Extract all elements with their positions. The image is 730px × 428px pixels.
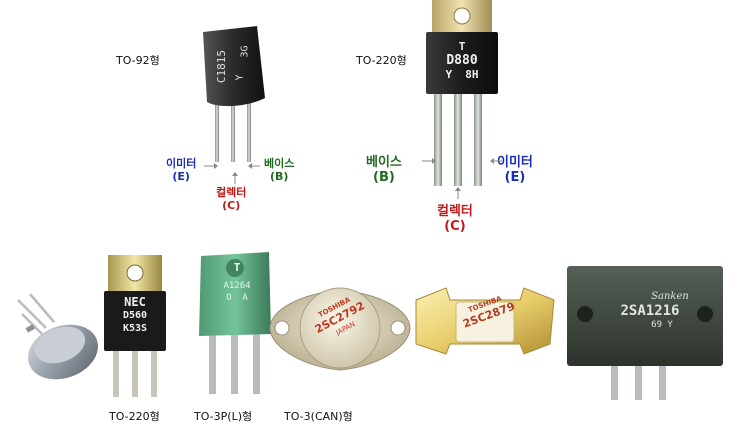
to3p-marking-line1: T [233,261,241,274]
sanken-transistor-image [567,266,723,400]
caption-to220-bottom: TO-220형 [109,410,160,423]
nec-marking: NEC D560 K53S [104,296,166,335]
to220-arrows [422,158,502,199]
to92-emitter-label: 이미터(E) [166,157,197,183]
to3p-marking-line3: O A [226,293,248,303]
nec-marking-line2: D560 [122,310,148,321]
to3p-transistor-image [199,252,271,394]
caption-to220-top: TO-220형 [356,54,407,67]
to92-base-label: 베이스(B) [264,157,295,183]
to92-transistor-image [203,26,265,162]
to220-collector-label: 컬렉터(C) [437,204,473,234]
nec-marking-line1: NEC [124,295,146,309]
rf-flat-transistor-image [415,287,555,355]
to3p-marking-line2: A1264 [223,281,251,291]
to3p-marking: T A1264 O A [203,262,271,304]
caption-to92: TO-92형 [116,54,160,67]
sanken-marking-line2: 69 Y [651,320,673,330]
to220-transistor-image [426,0,498,186]
to92-marking-line2: Y [234,74,246,81]
to92-marking: C1815 Y 3G [209,40,269,90]
to220-marking: T D880 Y 8H [426,40,498,82]
caption-to3can: TO-3(CAN)형 [284,410,353,423]
to220-emitter-label: 이미터(E) [497,155,533,185]
to220-base-label: 베이스(B) [366,155,402,185]
to220-marking-line2: D880 [446,53,478,68]
sanken-marking-line1: 2SA1216 [620,303,680,319]
to92-collector-label: 컬렉터(C) [216,186,247,212]
metal-can-transistor-image [17,293,98,380]
sanken-marking: Sanken 2SA1216 69 Y [600,290,700,332]
to220-marking-line3: Y 8H [445,68,479,81]
to220-marking-line1: T [458,40,466,53]
nec-marking-line3: K53S [122,323,148,334]
to3-can-transistor-image [269,287,411,371]
to92-marking-line3: 3G [239,45,251,58]
sanken-logo: Sanken [651,291,689,302]
caption-to3p: TO-3P(L)형 [194,410,253,423]
nec-to220-transistor-image [104,255,166,397]
to92-arrows [204,163,260,184]
to92-marking-line1: C1815 [215,49,229,84]
